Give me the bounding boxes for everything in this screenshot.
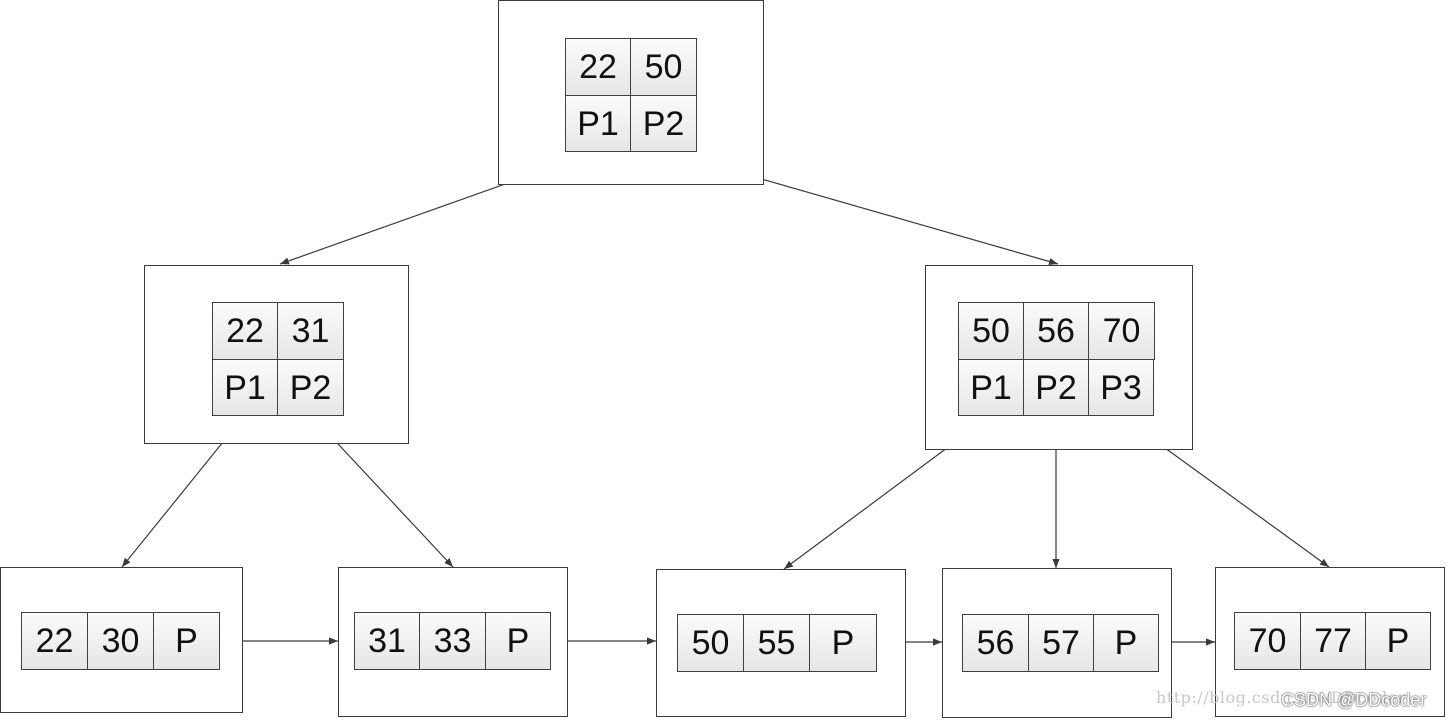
internal-right-key-3: 70: [1088, 302, 1155, 360]
internal-right-pointer-2: P2: [1023, 359, 1089, 416]
leaf-4-next-pointer: P: [1093, 614, 1159, 672]
internal-right-key-2: 56: [1023, 302, 1089, 360]
internal-left-key-1: 22: [212, 302, 278, 360]
leaf-1-key-2: 30: [87, 612, 154, 670]
leaf-3-key-2: 55: [743, 614, 810, 672]
root-pointer-2: P2: [630, 95, 697, 152]
leaf-3-key-1: 50: [677, 614, 744, 672]
internal-right-pointer-1: P1: [958, 359, 1024, 416]
leaf-1-key-1: 22: [21, 612, 88, 670]
internal-right-key-1: 50: [958, 302, 1024, 360]
leaf-2-next-pointer: P: [485, 612, 551, 670]
leaf-3-next-pointer: P: [809, 614, 877, 672]
leaf-4-key-1: 56: [962, 614, 1029, 672]
root-pointer-1: P1: [565, 95, 631, 152]
leaf-5-key-1: 70: [1234, 612, 1301, 670]
csdn-credit-watermark: CSDN @DDcoder: [1281, 690, 1427, 710]
leaf-1-next-pointer: P: [153, 612, 220, 670]
internal-left-key-2: 31: [277, 302, 344, 360]
leaf-5-key-2: 77: [1300, 612, 1366, 670]
root-key-1: 22: [565, 38, 631, 96]
internal-right-pointer-3: P3: [1088, 359, 1154, 416]
leaf-5-next-pointer: P: [1365, 612, 1431, 670]
blog-url-watermark: http://blog.csdn.net/DDcoder: [1156, 688, 1406, 707]
leaf-2-key-1: 31: [354, 612, 420, 670]
internal-left-pointer-2: P2: [277, 359, 344, 416]
root-key-2: 50: [630, 38, 697, 96]
leaf-2-key-2: 33: [419, 612, 486, 670]
leaf-4-key-2: 57: [1028, 614, 1094, 672]
internal-left-pointer-1: P1: [212, 359, 278, 416]
